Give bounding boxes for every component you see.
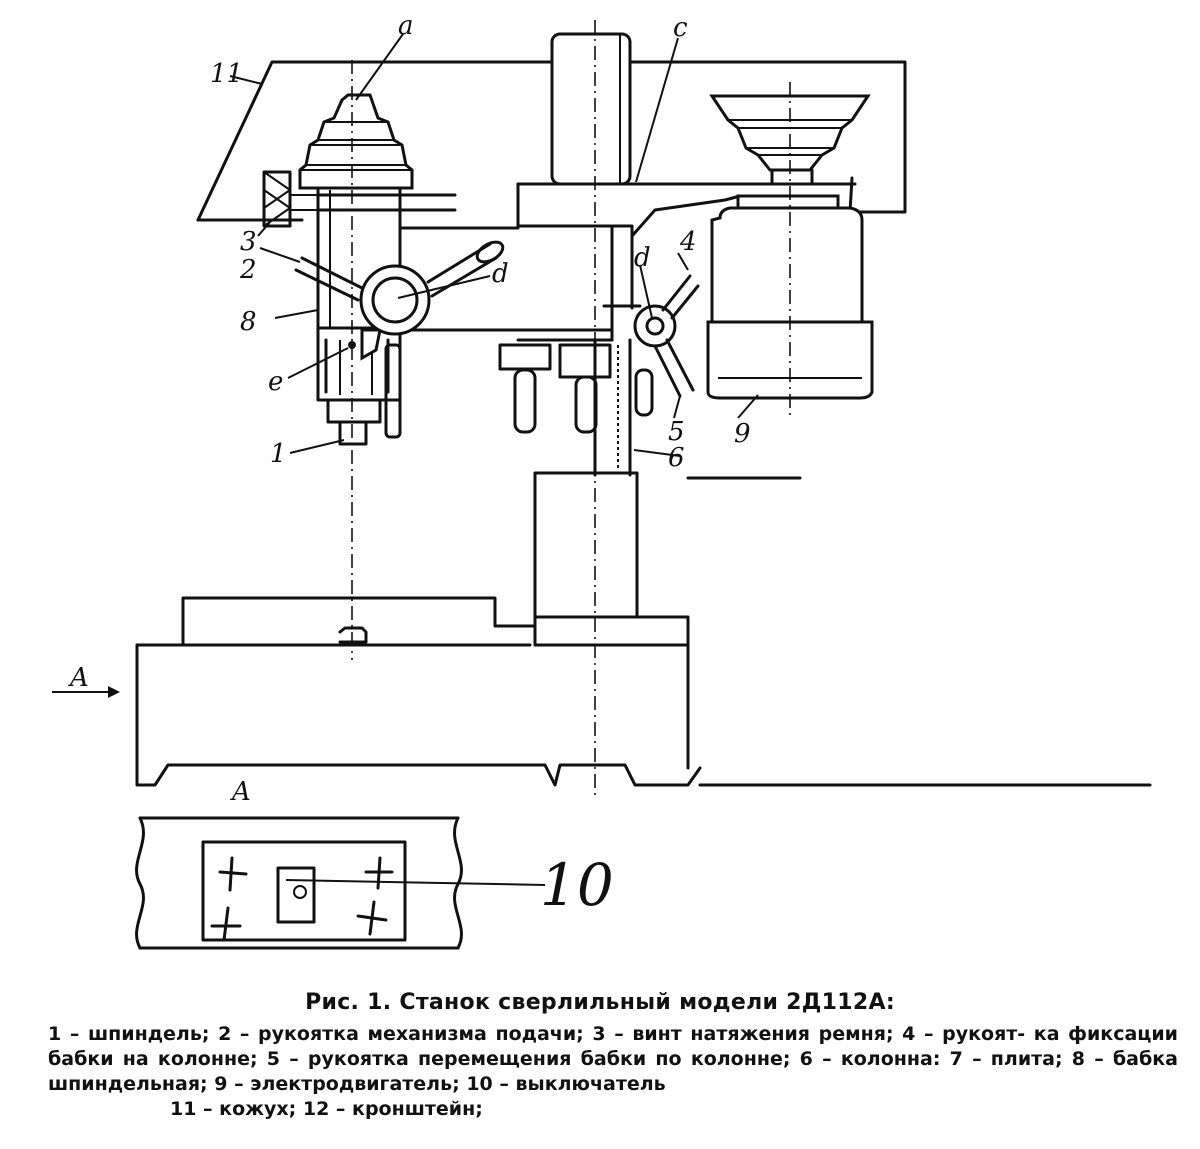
callout-10: 10 <box>540 851 614 919</box>
callout-8: 8 <box>240 307 257 337</box>
callout-6: 6 <box>668 443 685 473</box>
bracket <box>316 182 857 342</box>
column <box>550 32 632 477</box>
feed-handle <box>294 240 505 336</box>
callout-d-head: d <box>492 259 509 289</box>
section-view-a <box>135 816 546 950</box>
callout-5: 5 <box>668 417 685 447</box>
view-arrow-label: A <box>68 663 89 693</box>
belt-guard <box>196 60 907 222</box>
callout-d-column: d <box>634 243 651 273</box>
figure-legend: 1 – шпиндель; 2 – рукоятка механизма под… <box>48 1022 1178 1122</box>
base-and-table <box>135 471 1152 787</box>
legend-line: ка фиксации бабки на колонне; 5 – рукоят… <box>48 1023 1178 1070</box>
legend-line: 11 – кожух; 12 – кронштейн; <box>170 1098 483 1120</box>
view-arrow <box>52 686 120 698</box>
legend-line: колонна: 7 – плита; 8 – бабка шпиндельна… <box>48 1048 1178 1095</box>
mounting-screws <box>210 856 394 942</box>
figure-title: Рис. 1. Станок сверлильный модели 2Д112А… <box>305 990 895 1015</box>
callout-3: 3 <box>240 227 257 257</box>
spindle-pulley <box>298 93 414 190</box>
callout-1: 1 <box>270 439 287 469</box>
center-axes <box>351 20 791 800</box>
callout-4: 4 <box>679 227 697 257</box>
callout-e: e <box>268 367 283 397</box>
callout-c: c <box>673 13 688 43</box>
view-section-label: A <box>230 777 251 807</box>
column-handles <box>498 274 700 434</box>
callout-9: 9 <box>734 419 751 449</box>
spindle-head <box>316 186 402 446</box>
drilling-machine-drawing: a c 11 3 2 8 e 1 d d 4 5 6 9 A A 10 <box>52 11 1152 950</box>
callout-a: a <box>398 11 414 41</box>
leader-lines <box>229 33 759 457</box>
callout-11: 11 <box>210 59 243 89</box>
callout-2: 2 <box>239 255 257 285</box>
legend-line: 1 – шпиндель; 2 – рукоятка механизма под… <box>48 1023 1026 1045</box>
